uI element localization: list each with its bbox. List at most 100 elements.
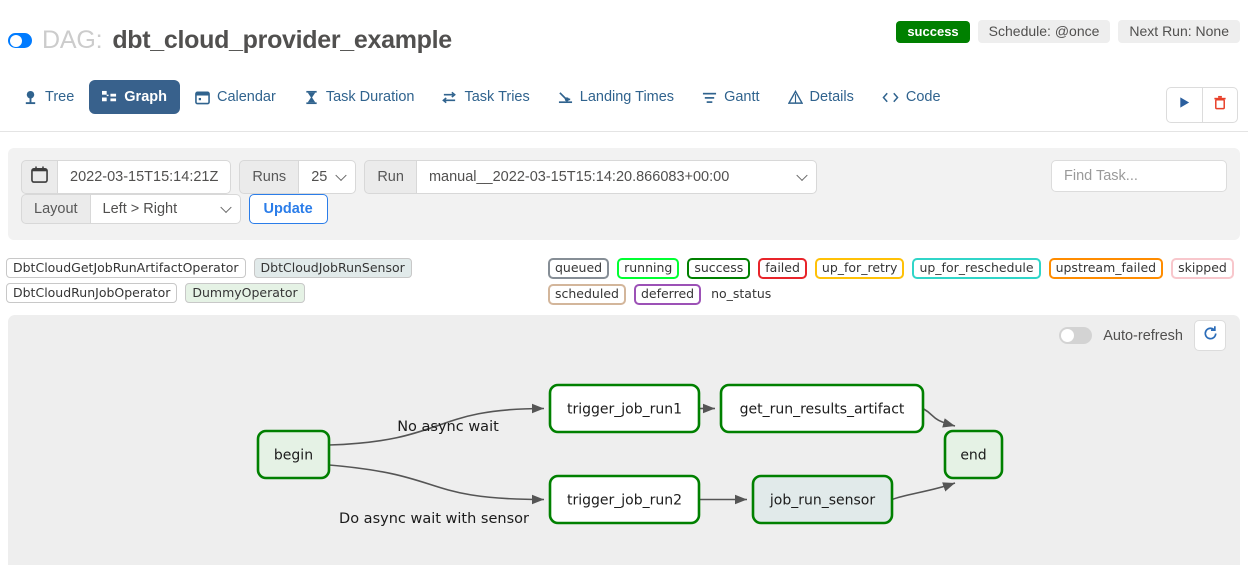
graph-edge [922, 407, 956, 428]
dag-graph-canvas[interactable]: No async wait Do async wait with sensor b… [8, 315, 1240, 565]
node-box[interactable] [548, 474, 701, 525]
play-icon [1178, 96, 1191, 114]
state-chip[interactable]: up_for_reschedule [912, 258, 1041, 279]
runs-label: Runs [239, 160, 300, 194]
trigger-dag-button[interactable] [1167, 88, 1202, 122]
tab-task-tries[interactable]: Task Tries [429, 80, 542, 114]
page-header: DAG: dbt_cloud_provider_example success … [0, 0, 1248, 72]
base-date-group: 2022-03-15T15:14:21Z [21, 160, 232, 194]
filter-row-secondary: Layout Left > Right Update [21, 194, 328, 224]
graph-node-trigger_job_run1[interactable]: trigger_job_run1 [548, 383, 701, 434]
operator-chip[interactable]: DbtCloudGetJobRunArtifactOperator [6, 258, 246, 278]
graph-node-get_run_results_artifact[interactable]: get_run_results_artifact [719, 383, 925, 434]
operator-chip[interactable]: DbtCloudRunJobOperator [6, 283, 178, 303]
dag-view-navbar: Tree Graph Calendar Task Duration [0, 80, 1248, 132]
tab-label: Tree [45, 89, 75, 105]
filter-row-primary: 2022-03-15T15:14:21Z Runs 25 Run manual_… [21, 160, 817, 194]
tab-code[interactable]: Code [869, 80, 954, 114]
edge-label: Do async wait with sensor [339, 511, 529, 527]
graph-node-trigger_job_run2[interactable]: trigger_job_run2 [548, 474, 701, 525]
layout-group: Layout Left > Right [21, 194, 241, 224]
graph-edges [328, 403, 956, 505]
tab-details[interactable]: Details [775, 80, 867, 114]
node-box[interactable] [751, 474, 894, 525]
next-run-badge: Next Run: None [1118, 20, 1240, 43]
edge-label: No async wait [397, 419, 499, 435]
no-status-label: no_status [711, 286, 772, 301]
layout-select[interactable]: Left > Right [90, 194, 241, 224]
node-box[interactable] [256, 429, 331, 480]
base-date-input[interactable]: 2022-03-15T15:14:21Z [58, 160, 232, 194]
operator-chip[interactable]: DbtCloudJobRunSensor [253, 258, 412, 278]
tab-gantt[interactable]: Gantt [689, 80, 772, 114]
tab-label: Code [905, 89, 941, 105]
run-select-group: Run manual__2022-03-15T15:14:20.866083+0… [364, 160, 817, 194]
node-label: job_run_sensor [769, 493, 875, 509]
tree-icon [23, 90, 38, 105]
graph-edge [891, 482, 956, 501]
calendar-picker-button[interactable] [21, 160, 58, 194]
dag-prefix-label: DAG: [42, 26, 103, 54]
state-chip[interactable]: deferred [633, 284, 702, 305]
graph-node-end[interactable]: end [943, 429, 1004, 480]
node-label: end [960, 448, 986, 464]
tab-calendar[interactable]: Calendar [182, 80, 289, 114]
details-icon [787, 89, 803, 105]
state-chip[interactable]: success [687, 258, 751, 279]
graph-node-job_run_sensor[interactable]: job_run_sensor [751, 474, 894, 525]
graph-icon [102, 90, 117, 105]
schedule-badge: Schedule: @once [977, 20, 1111, 43]
operator-chip[interactable]: DummyOperator [185, 283, 305, 303]
dag-title: DAG: dbt_cloud_provider_example [8, 26, 452, 55]
state-legend: queued running success failed up_for_retry up… [548, 258, 1248, 305]
state-chip[interactable]: queued [548, 258, 610, 279]
tab-label: Details [809, 89, 854, 105]
tab-label: Gantt [724, 89, 760, 105]
refresh-button[interactable] [1194, 320, 1226, 351]
trash-icon [1213, 95, 1227, 115]
graph-edge-labels: No async wait Do async wait with sensor [339, 419, 529, 527]
graph-edge [328, 403, 545, 446]
state-chip[interactable]: up_for_retry [814, 258, 905, 279]
tab-label: Task Duration [325, 89, 415, 105]
dag-name-label: dbt_cloud_provider_example [112, 26, 452, 54]
refresh-icon [1202, 325, 1219, 347]
node-box[interactable] [548, 383, 701, 434]
state-chip[interactable]: running [617, 258, 680, 279]
tab-label: Task Tries [464, 89, 530, 105]
find-task-input[interactable]: Find Task... [1051, 160, 1227, 192]
auto-refresh-toggle[interactable] [1059, 327, 1093, 344]
status-badge: success [896, 20, 970, 43]
num-runs-select[interactable]: 25 [299, 160, 357, 194]
tab-tree[interactable]: Tree [10, 80, 87, 114]
layout-label: Layout [21, 194, 91, 224]
graph-node-begin[interactable]: begin [256, 429, 331, 480]
num-runs-group: Runs 25 [239, 160, 357, 194]
node-box[interactable] [719, 383, 925, 434]
landing-icon [558, 90, 573, 105]
tab-label: Graph [124, 89, 167, 105]
run-label: Run [364, 160, 417, 194]
state-chip[interactable]: skipped [1171, 258, 1234, 279]
gantt-icon [702, 90, 717, 105]
tab-graph[interactable]: Graph [89, 80, 180, 114]
state-chip[interactable]: failed [758, 258, 807, 279]
graph-edge [328, 464, 545, 505]
state-chip[interactable]: scheduled [548, 284, 626, 305]
dag-pause-toggle[interactable] [8, 33, 32, 48]
tab-landing-times[interactable]: Landing Times [545, 80, 687, 114]
header-badge-group: success Schedule: @once Next Run: None [896, 20, 1240, 43]
tab-task-duration[interactable]: Task Duration [291, 80, 428, 114]
state-chip[interactable]: upstream_failed [1048, 258, 1164, 279]
retry-icon [442, 90, 457, 105]
update-button[interactable]: Update [248, 194, 328, 224]
tab-label: Calendar [216, 89, 276, 105]
tab-list: Tree Graph Calendar Task Duration [10, 80, 954, 114]
graph-nodes[interactable]: begin trigger_job_run1 get_run_results_art… [256, 383, 1004, 525]
node-box[interactable] [943, 429, 1004, 480]
node-label: begin [274, 448, 313, 464]
run-select[interactable]: manual__2022-03-15T15:14:20.866083+00:00 [416, 160, 817, 194]
delete-dag-button[interactable] [1202, 88, 1237, 122]
